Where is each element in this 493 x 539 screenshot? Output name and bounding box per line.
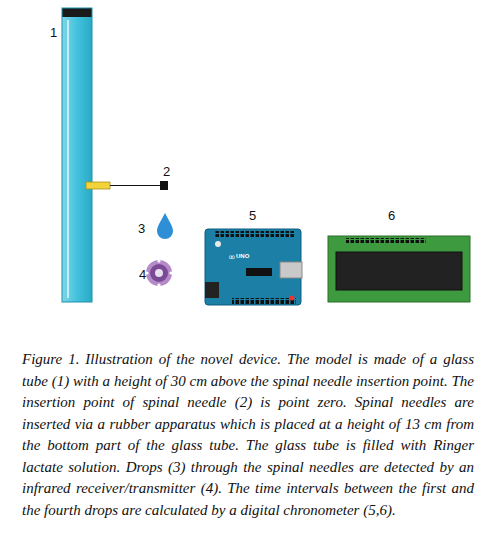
lcd-display xyxy=(328,236,470,302)
callout-number: 1 xyxy=(50,26,57,39)
callout-number: 5 xyxy=(249,209,256,222)
board-marking: UNO xyxy=(236,253,249,259)
callout-number: 3 xyxy=(138,222,145,235)
svg-text:∞: ∞ xyxy=(228,252,236,262)
callout-number: 6 xyxy=(388,209,395,222)
drop-icon xyxy=(157,213,173,239)
figure-caption: Figure 1. Illustration of the novel devi… xyxy=(22,349,474,521)
spinal-needle xyxy=(86,181,168,190)
glass-tube xyxy=(62,8,92,302)
callout-number: 2 xyxy=(163,165,170,178)
callout-number: 4 xyxy=(139,268,146,281)
infrared-sensor xyxy=(145,259,172,286)
arduino-board: ∞ xyxy=(205,229,302,305)
